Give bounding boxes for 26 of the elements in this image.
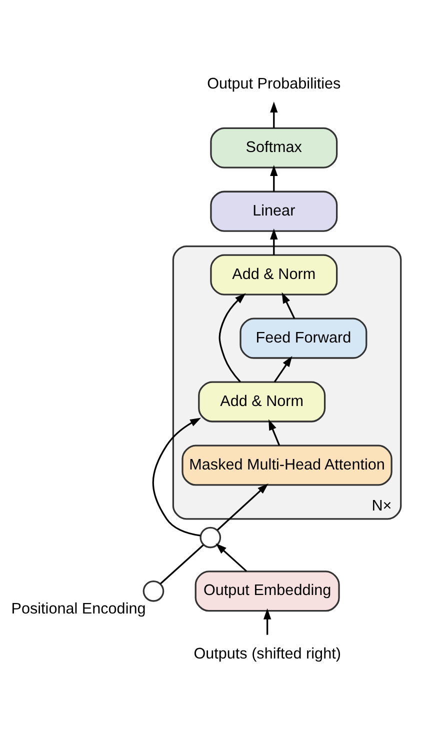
arrow	[215, 542, 246, 572]
arrow	[268, 418, 280, 446]
node-box: Output Embedding	[194, 570, 340, 612]
node-label: N×	[371, 496, 392, 514]
node-box: Add & Norm	[210, 254, 338, 295]
cluster	[172, 245, 402, 520]
node-text: Outputs (shifted right)	[193, 645, 340, 662]
arrow	[273, 355, 292, 382]
arrow	[270, 228, 278, 254]
arrow	[270, 101, 278, 128]
node-box: Softmax	[210, 126, 338, 168]
node-text: Output Probabilities	[206, 74, 340, 92]
arrow	[281, 292, 295, 318]
node-label: Positional Encoding	[10, 600, 146, 617]
node-circle	[199, 526, 221, 548]
connector	[159, 544, 204, 584]
arrow	[270, 164, 278, 191]
arrow	[216, 482, 268, 530]
node-box: Feed Forward	[239, 317, 367, 358]
node-box: Add & Norm	[198, 380, 326, 422]
arrow	[262, 608, 271, 634]
arrow	[152, 417, 201, 536]
arrow	[218, 292, 246, 382]
node-box: Linear	[210, 190, 338, 232]
node-box: Masked Multi-Head Attention	[181, 444, 392, 486]
node-circle	[142, 580, 164, 602]
